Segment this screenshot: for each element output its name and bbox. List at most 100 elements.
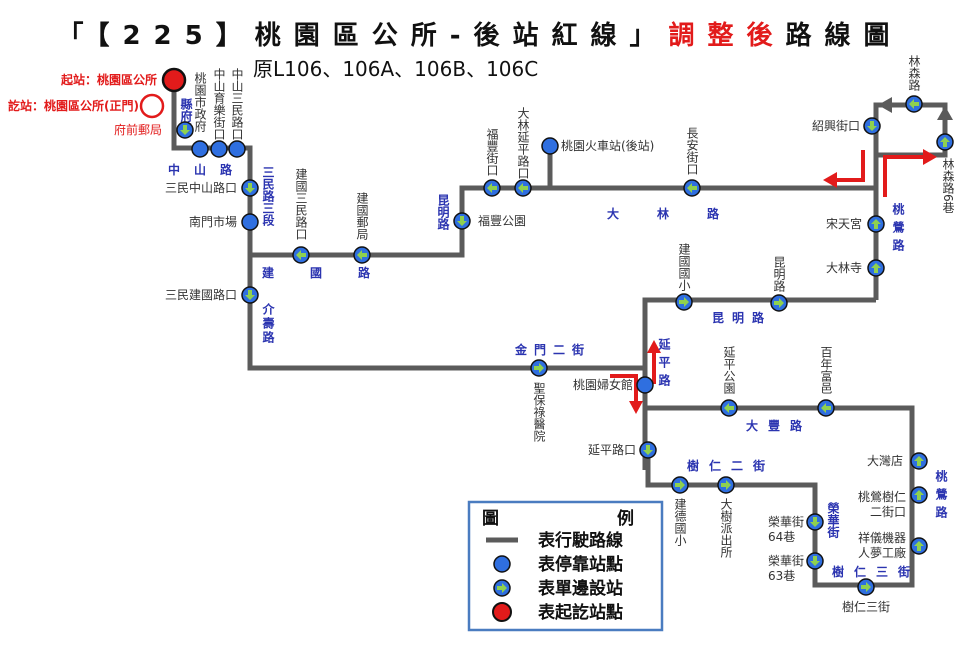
- bus-stop[interactable]: 三民建國路口: [165, 286, 259, 304]
- stop-icon: [191, 140, 209, 158]
- stop-name: 中山三民路口: [230, 67, 244, 140]
- bus-stop[interactable]: 福豐公園: [453, 212, 526, 230]
- bus-stop[interactable]: 中山三民路口: [228, 67, 246, 158]
- bus-stop[interactable]: 府前郵局: [114, 121, 194, 139]
- street-label: 延平路: [657, 337, 671, 392]
- bus-stop[interactable]: 南門市場: [189, 213, 259, 231]
- direction-arrow-icon: [871, 263, 881, 273]
- bus-stop[interactable]: 福豐街口: [483, 127, 501, 197]
- stop-name: 百年富邑: [819, 346, 833, 394]
- stop-name: 林森路: [907, 55, 921, 92]
- street-label: 樹仁二街: [687, 458, 775, 473]
- bus-stop[interactable]: 桃園市政府: [191, 71, 209, 158]
- bus-stop[interactable]: 大林寺: [826, 259, 885, 277]
- red-direction-arrows: [610, 149, 937, 414]
- direction-arrow-icon: [296, 250, 306, 260]
- stop-name: 宋天宮: [826, 216, 862, 231]
- bus-stop[interactable]: 林森路6巷: [936, 133, 955, 214]
- stop-name: 聖保祿醫院: [532, 382, 546, 442]
- bus-stop[interactable]: 中山育樂街口: [210, 67, 228, 158]
- bus-stop[interactable]: 建國三民路口: [292, 168, 310, 264]
- bus-stop[interactable]: 三民中山路口: [165, 179, 259, 197]
- street-label: 金門二街: [514, 342, 591, 357]
- street-label: 大林路: [607, 206, 757, 221]
- bus-stop[interactable]: 桃鶯樹仁二街口: [858, 486, 928, 519]
- direction-arrow-icon: [861, 582, 871, 592]
- direction-arrow-icon: [940, 137, 950, 147]
- stop-name: 大灣店: [867, 454, 903, 468]
- bus-stop[interactable]: 建國郵局: [353, 192, 371, 264]
- direction-arrow-icon: [679, 297, 689, 307]
- bus-stop[interactable]: 桃園婦女館: [573, 376, 654, 394]
- bus-stop[interactable]: 延平公園: [720, 346, 738, 417]
- stop-name: 建德國小: [673, 498, 687, 546]
- start-terminal-icon: [161, 67, 187, 93]
- legend-item: 表起訖站點: [538, 602, 623, 623]
- bus-stop[interactable]: 桃園火車站(後站): [541, 137, 654, 155]
- end-terminal: 訖站：桃園區公所(正門): [8, 93, 165, 119]
- stop-name: 福豐街口: [485, 127, 499, 176]
- street-label: 桃鶯路: [934, 469, 948, 524]
- stop-icon: [210, 140, 228, 158]
- stop-name: 樹仁三街: [842, 600, 890, 614]
- street-label: 樹仁三街: [832, 564, 920, 579]
- street-labels: 縣府路中山路三民路三段建國路介壽路昆明路大林路桃鶯路昆明路金門二街延平路大豐路樹…: [168, 97, 948, 579]
- map-subtitle: 原L106、106A、106B、106C: [253, 57, 538, 81]
- stop-name: 建國三民路口: [294, 168, 308, 240]
- stop-name: 三民建國路口: [165, 287, 237, 302]
- bus-stop[interactable]: 百年富邑: [817, 346, 835, 417]
- street-label: 榮華街: [826, 501, 840, 539]
- stop-name: 南門市場: [189, 214, 237, 229]
- bus-stop[interactable]: 長安街口: [683, 127, 701, 197]
- bus-stop[interactable]: 建國國小: [675, 243, 693, 311]
- bus-stop[interactable]: 宋天宮: [826, 215, 885, 233]
- bus-stop[interactable]: 祥儀機器人夢工廠: [858, 530, 928, 560]
- stop-name: 延平公園: [722, 346, 736, 394]
- end-terminal-icon: [139, 93, 165, 119]
- direction-arrow-icon: [245, 183, 255, 193]
- direction-arrow-icon: [914, 456, 924, 466]
- bus-stop[interactable]: 紹興街口: [812, 117, 881, 135]
- stop-name: 延平路口: [588, 442, 636, 457]
- legend-stop-icon: [493, 555, 511, 573]
- bus-stop[interactable]: 大樹派出所: [717, 476, 735, 558]
- bus-stop[interactable]: 建德國小: [671, 476, 689, 546]
- bus-stop[interactable]: 大林延平路口: [514, 107, 532, 197]
- direction-arrow-icon: [721, 480, 731, 490]
- bus-stop[interactable]: 聖保祿醫院: [530, 359, 548, 442]
- direction-arrow-icon: [724, 403, 734, 413]
- start-terminal: 起站：桃園區公所: [60, 67, 187, 93]
- stop-name: 大林延平路口: [516, 107, 530, 179]
- stop-name: 中山育樂街口: [212, 67, 226, 140]
- stop-name: 大樹派出所: [719, 498, 733, 558]
- direction-arrow-icon: [810, 556, 820, 566]
- street-label: 中山路: [168, 162, 246, 177]
- legend-title-left: 圖: [482, 509, 499, 529]
- stop-icon: [228, 140, 246, 158]
- bus-stop[interactable]: 林森路: [905, 55, 923, 113]
- stop-name: 祥儀機器人夢工廠: [858, 530, 906, 560]
- map-title: 「【225】桃園區公所-後站紅線」調整後路線圖: [57, 20, 902, 51]
- bus-stop[interactable]: 昆明路: [770, 256, 788, 312]
- stop-icon: [241, 213, 259, 231]
- direction-arrow-icon: [643, 445, 653, 455]
- stop-name: 桃鶯樹仁二街口: [858, 489, 906, 519]
- end-terminal-label: 訖站：桃園區公所(正門): [8, 98, 139, 113]
- direction-arrow-icon: [914, 490, 924, 500]
- legend-item: 表行駛路線: [538, 530, 623, 551]
- legend-title-right: 例: [617, 508, 634, 529]
- bus-stops: 府前郵局桃園市政府中山育樂街口中山三民路口三民中山路口南門市場三民建國路口 建國三…: [114, 55, 955, 614]
- bus-stop[interactable]: 延平路口: [588, 441, 657, 459]
- bus-stop[interactable]: 大灣店: [867, 452, 928, 470]
- direction-arrow-icon: [821, 403, 831, 413]
- bus-stop[interactable]: 樹仁三街: [842, 578, 890, 614]
- direction-arrow-icon: [180, 125, 190, 135]
- stop-name: 昆明路: [772, 256, 786, 293]
- legend-item: 表停靠站點: [538, 554, 623, 575]
- street-label: 三民路三段: [261, 166, 275, 227]
